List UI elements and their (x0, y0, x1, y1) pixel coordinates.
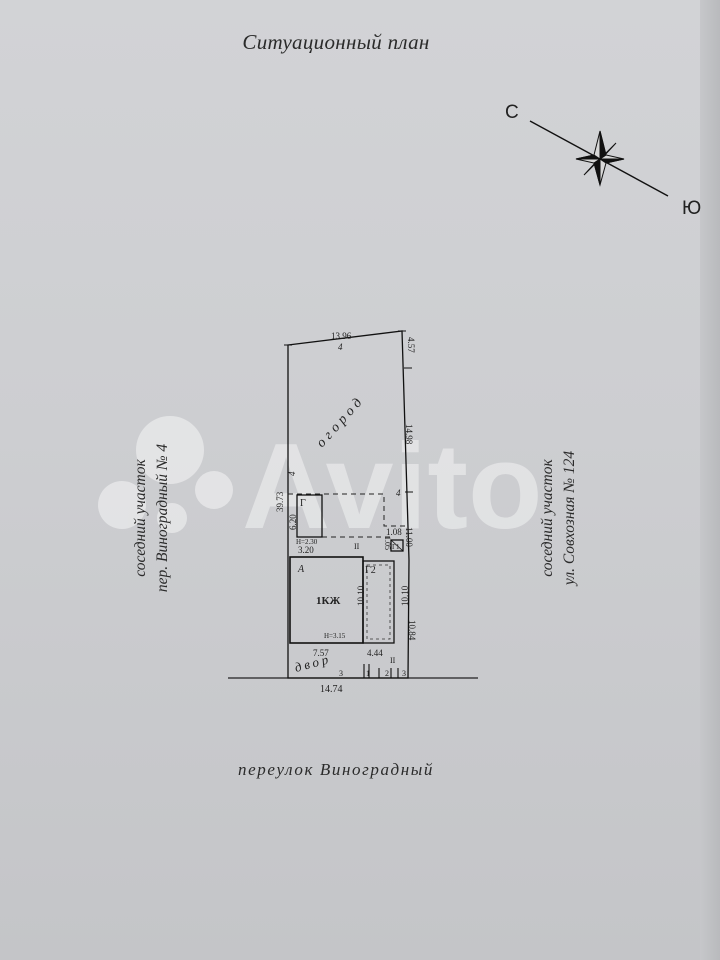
fence-mark-left: 4 (287, 471, 297, 476)
annex-g2 (362, 560, 395, 644)
fence-mark-top: 4 (338, 342, 343, 352)
dim-yard-w1: 7.57 (313, 648, 329, 658)
dim-g-h: Н=2.30 (296, 538, 318, 546)
gate-mark-3b: 3 (402, 669, 406, 678)
dim-right-mid: 14.98 (404, 424, 414, 445)
dim-g-height: 6.20 (288, 514, 298, 530)
boundary-ticks (284, 330, 413, 493)
dim-bottom-total: 14.74 (320, 684, 343, 695)
dim-left-total: 39.73 (275, 491, 285, 512)
garden-label: огород (314, 393, 368, 451)
dim-right-top: 4.57 (406, 337, 416, 353)
fence-mark-ii-mid: II (354, 542, 360, 551)
plot-boundary (287, 330, 410, 679)
dim-house-height: Н=3.15 (324, 632, 346, 640)
gate-mark-3a: 3 (339, 669, 343, 678)
fence-mark-ii-low: II (390, 656, 396, 665)
letter-a: А (297, 564, 305, 575)
compass-south-label: Ю (682, 198, 702, 219)
outbuilding-g (296, 494, 323, 538)
gate-marks (363, 664, 399, 678)
dim-house-h1: 10.10 (356, 585, 366, 606)
dim-right-low: 11.00 (404, 527, 414, 547)
dim-top: 13.96 (331, 331, 352, 341)
dim-g-width: 3.20 (298, 545, 314, 555)
dim-small-width: 1.08 (386, 527, 402, 537)
letter-g1: Г1 (392, 543, 400, 551)
letter-g: Г (300, 498, 306, 509)
page-title: Ситуационный план (242, 30, 430, 54)
dim-small-height: 1.05 (383, 536, 392, 550)
garden-divider (288, 493, 407, 527)
gate-mark-2: 2 (385, 669, 389, 678)
gate-mark-1: 1 (366, 669, 370, 678)
page-edge (700, 0, 720, 960)
fence-mark-right: 4 (396, 488, 401, 498)
outbuilding-g1 (390, 539, 404, 552)
house-label: 1КЖ (316, 595, 340, 607)
compass-north-label: С (505, 102, 519, 123)
dim-house-h2: 10.10 (400, 585, 410, 606)
dim-right-bottom: 10.84 (407, 620, 417, 641)
dim-yard-w2: 4.44 (367, 648, 383, 658)
letter-g2: Г2 (365, 565, 376, 576)
compass-rose-icon (529, 120, 669, 197)
street-label: переулок Виноградный (238, 760, 434, 779)
